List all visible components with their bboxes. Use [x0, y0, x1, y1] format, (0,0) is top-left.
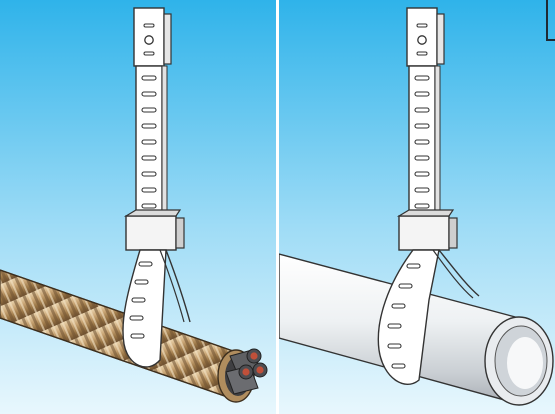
hanger-strap	[377, 7, 480, 385]
panel-divider	[276, 0, 279, 414]
panel-conduit-hanger	[0, 0, 276, 414]
panel-pipe-hanger	[279, 0, 555, 414]
conduit-hanger-drawing	[0, 0, 276, 414]
strap-slots	[387, 75, 430, 369]
pipe-hanger-drawing	[279, 0, 555, 414]
corner-frame	[546, 0, 555, 41]
strap-slots	[129, 75, 157, 339]
cable-bundle	[225, 348, 268, 395]
